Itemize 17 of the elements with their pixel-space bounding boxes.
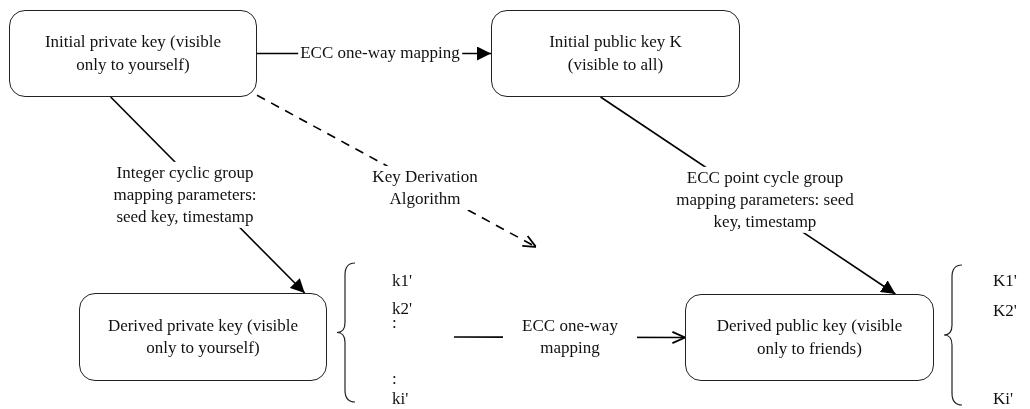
node-text: Derived public key (visible only to friends) (715, 315, 904, 360)
node-text: Initial private key (visible only to yourself) (43, 31, 223, 76)
edge-label: ECC point cycle group mapping parameters: seed key, timestamp (673, 166, 857, 234)
key-list-item: ki' (392, 390, 409, 407)
rounded-box (685, 294, 934, 381)
node-text: Derived private key (visible only to yourself) (106, 314, 300, 359)
key-list-item: : (392, 370, 397, 387)
rounded-box (491, 10, 740, 97)
key-list-item: K1' (993, 272, 1017, 289)
key-list-item: : (392, 314, 397, 331)
key-list-item: k2' (392, 300, 413, 317)
rounded-box (9, 10, 257, 97)
node-text: Initial public key K (visible to all) (548, 31, 683, 76)
key-list-item: Ki' (993, 390, 1014, 407)
key-list-item: K2' (993, 302, 1017, 319)
key-list-item: k1' (392, 272, 413, 289)
rounded-box (79, 293, 327, 381)
